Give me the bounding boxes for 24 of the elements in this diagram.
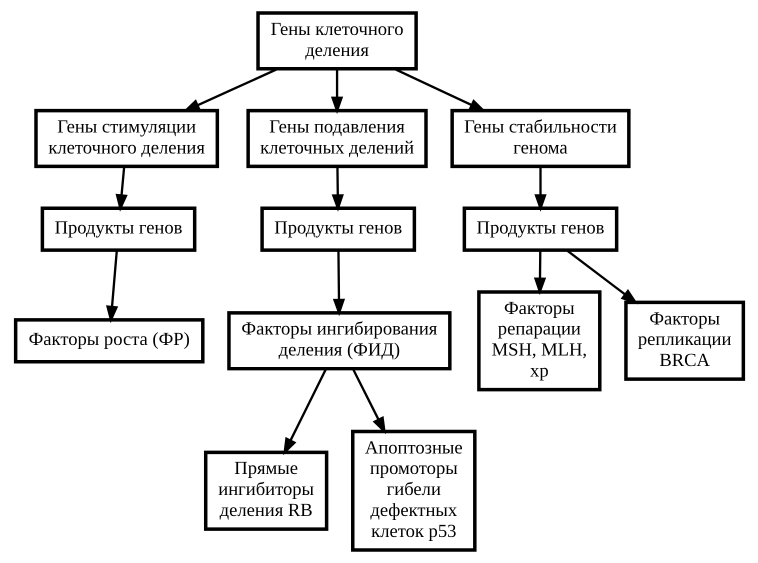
node-box: Факторы репликации BRCA (624, 300, 745, 381)
node-box: Прямые ингибиторы деления RB (203, 450, 328, 531)
node-box: Продукты генов (40, 206, 196, 252)
arrow (282, 368, 326, 456)
arrow (533, 250, 546, 296)
node-box: Продукты генов (462, 206, 618, 252)
node-box: Апоптозные промоторы гибели дефектных клеток p53 (350, 430, 476, 552)
arrow (331, 166, 344, 212)
node-box: Гены клеточного деления (256, 11, 418, 71)
arrow (393, 68, 486, 112)
arrow (534, 166, 546, 212)
node-box: Продукты генов (260, 206, 416, 252)
arrow (106, 250, 118, 324)
node-box: Факторы ингибирования деления (ФИД) (226, 311, 452, 370)
node-box: Факторы репарации MSH, MLH, xp (476, 290, 602, 392)
node-box: Гены стабильности генома (450, 108, 630, 168)
arrow (330, 69, 343, 114)
node-box: Гены стимуляции клеточного деления (34, 108, 219, 168)
arrow (352, 368, 386, 434)
node-box: Гены подавления клеточных делений (246, 108, 428, 168)
arrow (332, 250, 345, 316)
arrow (565, 249, 638, 304)
arrow (115, 166, 128, 212)
node-box: Факторы роста (ФР) (13, 318, 204, 364)
